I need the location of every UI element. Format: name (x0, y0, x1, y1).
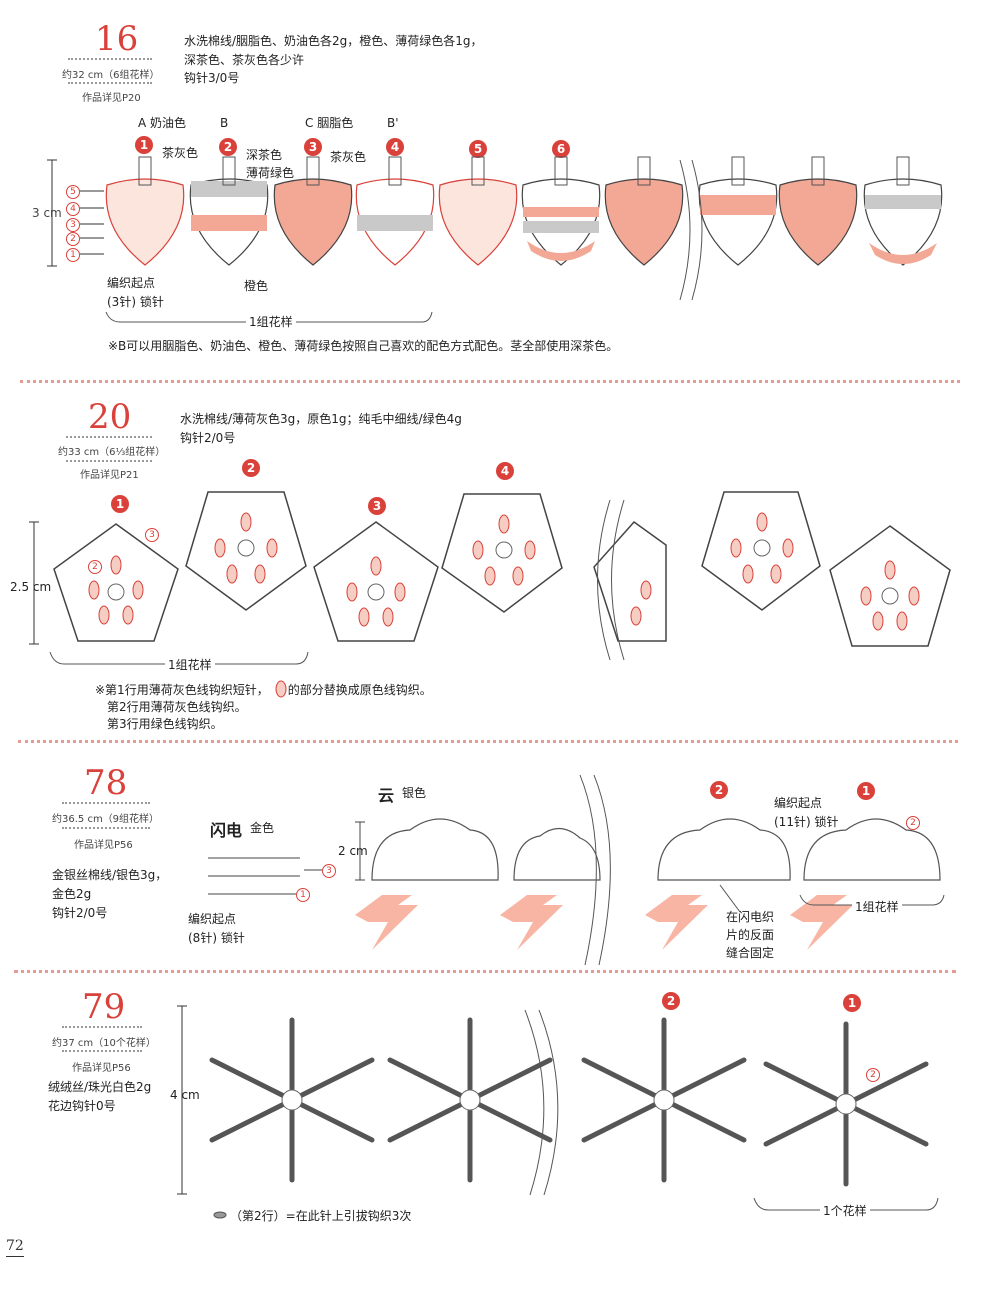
row-mark-2: 2 (906, 816, 920, 830)
ref-text: 作品详见P56 (74, 840, 133, 851)
note-text: ※B可以用胭脂色、奶油色、橙色、薄荷绿色按照自己喜欢的配色方式配色。茎全部使用深… (108, 339, 619, 353)
cloud-title: 云 (378, 786, 395, 805)
height-label: 4 cm (170, 1088, 200, 1102)
lightning-color: 金色 (250, 821, 275, 835)
start-label: (8针) 锁针 (188, 931, 245, 945)
label-a: A 奶油色 (138, 116, 187, 130)
materials-line: 钩针2/0号 (52, 906, 108, 920)
motif-badge-2: 2 (242, 459, 260, 477)
label-b2: B' (387, 116, 399, 130)
snowflake-chart (177, 1005, 939, 1219)
dotted-rule (62, 827, 150, 829)
materials-line: 钩针3/0号 (184, 71, 240, 85)
materials-line: 金银丝棉线/银色3g， (52, 868, 168, 882)
dotted-rule (62, 802, 150, 804)
page-number: 72 (6, 1238, 24, 1257)
row-mark-2: 2 (88, 560, 102, 574)
repeat-label: 1组花样 (246, 313, 296, 331)
length-text: 约36.5 cm（9组花样） (52, 814, 160, 825)
start-label: 编织起点 (107, 276, 156, 290)
note-text: ※第1行用薄荷灰色线钩织短针， 的部分替换成原色线钩织。 (95, 683, 432, 697)
motif-badge-3: 3 (304, 138, 322, 156)
sew-note: 缝合固定 (726, 946, 775, 960)
dotted-rule (68, 58, 152, 60)
strawberry-chart (47, 156, 943, 323)
materials-line: 水洗棉线/胭脂色、奶油色各2g，橙色、薄荷绿色各1g， (184, 34, 483, 48)
motif-badge-1: 1 (857, 782, 875, 800)
repeat-label: 1个花样 (820, 1202, 870, 1220)
dotted-rule (62, 1026, 142, 1028)
ref-text: 作品详见P21 (80, 470, 139, 481)
start-label: (11针) 锁针 (774, 815, 839, 829)
length-text: 约37 cm（10个花样） (52, 1038, 156, 1049)
label-bohe: 薄荷绿色 (246, 166, 295, 180)
motif-badge-5: 5 (469, 140, 487, 158)
dotted-rule (66, 436, 152, 438)
cloud-color: 银色 (402, 786, 427, 800)
row-mark-1: 1 (296, 888, 310, 902)
label-shencha: 深茶色 (246, 148, 283, 162)
materials-line: 钩针2/0号 (180, 431, 236, 445)
label-c: C 胭脂色 (305, 116, 354, 130)
materials-line: 金色2g (52, 887, 92, 901)
label-b: B (220, 116, 229, 130)
motif-badge-3: 3 (368, 497, 386, 515)
repeat-label: 1组花样 (165, 656, 215, 674)
row-mark-5: 5 (66, 185, 80, 199)
section-divider (18, 740, 958, 743)
start-label: 编织起点 (774, 796, 823, 810)
section-number-20: 20 (88, 397, 132, 437)
motif-badge-2: 2 (662, 992, 680, 1010)
motif-badge-2: 2 (710, 781, 728, 799)
sew-note: 在闪电织 (726, 910, 775, 924)
height-label: 2.5 cm (10, 580, 52, 594)
row-mark-2: 2 (66, 232, 80, 246)
section-number-16: 16 (95, 19, 139, 59)
motif-badge-4: 4 (386, 138, 404, 156)
repeat-label: 1组花样 (852, 898, 902, 916)
materials-line: 花边钩针0号 (48, 1099, 116, 1113)
section-number-78: 78 (84, 763, 128, 803)
motif-badge-1: 1 (843, 994, 861, 1012)
materials-line: 绒绒丝/珠光白色2g (48, 1080, 152, 1094)
legend-text: （第2行）=在此针上引拔钩织3次 (230, 1209, 412, 1223)
materials-line: 深茶色、茶灰色各少许 (184, 53, 305, 67)
label-chahui2: 茶灰色 (330, 150, 367, 164)
cloud-lightning-chart (208, 774, 945, 966)
sew-note: 片的反面 (726, 928, 775, 942)
row-mark-4: 4 (66, 202, 80, 216)
dotted-rule (66, 460, 152, 462)
motif-badge-4: 4 (496, 462, 514, 480)
section-divider (14, 970, 956, 973)
motif-badge-6: 6 (552, 140, 570, 158)
length-text: 约32 cm（6组花样） (62, 70, 160, 81)
label-orange: 橙色 (244, 279, 269, 293)
start-label: 编织起点 (188, 912, 237, 926)
row-mark-2: 2 (866, 1068, 880, 1082)
label-chahui: 茶灰色 (162, 146, 199, 160)
section-divider (20, 380, 960, 383)
dotted-rule (68, 82, 152, 84)
note-text: 第2行用薄荷灰色线钩织。 (107, 700, 247, 714)
row-mark-1: 1 (66, 248, 80, 262)
row-mark-3: 3 (66, 218, 80, 232)
note-text: 第3行用绿色线钩织。 (107, 717, 223, 731)
ref-text: 作品详见P20 (82, 93, 141, 104)
motif-badge-1: 1 (135, 136, 153, 154)
materials-line: 水洗棉线/薄荷灰色3g，原色1g；纯毛中细线/绿色4g (180, 412, 462, 426)
height-label: 3 cm (32, 206, 62, 220)
ref-text: 作品详见P56 (72, 1063, 131, 1074)
row-mark-3: 3 (322, 864, 336, 878)
dotted-rule (62, 1050, 142, 1052)
motif-badge-1: 1 (111, 495, 129, 513)
section-number-79: 79 (82, 987, 126, 1027)
pentagon-chart (29, 491, 951, 698)
length-text: 约33 cm（6⅓组花样） (58, 447, 166, 458)
motif-badge-2: 2 (219, 138, 237, 156)
row-mark-3: 3 (145, 528, 159, 542)
lightning-title: 闪电 (210, 821, 243, 840)
start-label: (3针) 锁针 (107, 295, 164, 309)
